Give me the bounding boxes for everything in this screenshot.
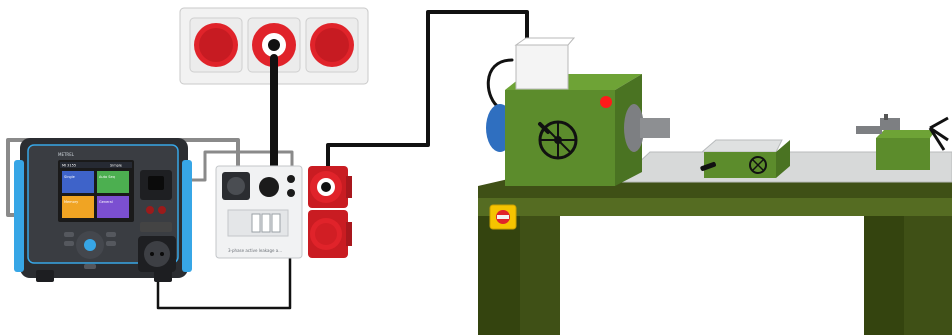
screen-header-right: Simple	[110, 164, 122, 168]
indicator-lamp	[600, 96, 612, 108]
screen-header-left: MI 3155	[62, 164, 76, 168]
keypad-button-3[interactable]	[106, 232, 116, 237]
adapter-socket-1[interactable]	[259, 177, 279, 197]
insulation-tester: METREL MI 3155 Simple Single Auto Seq Me…	[14, 138, 192, 282]
port-l[interactable]	[146, 206, 154, 214]
screen-tile-4-label: General	[99, 200, 113, 204]
tailstock-handwheel-icon[interactable]	[930, 118, 948, 150]
wall-socket-right	[306, 18, 358, 72]
port-n[interactable]	[158, 206, 166, 214]
screen-tile-1-label: Single	[64, 175, 75, 179]
iec-port[interactable]	[148, 176, 164, 190]
adapter-jack-2[interactable]	[287, 189, 295, 197]
tester-screen[interactable]: MI 3155 Simple Single Auto Seq Memory Ge…	[58, 160, 134, 222]
keypad-button-2[interactable]	[64, 241, 74, 246]
screen-tile-2-label: Auto Seq	[99, 175, 115, 179]
emergency-switch-icon[interactable]	[490, 205, 516, 229]
brand-label: METREL	[58, 152, 75, 157]
keypad-button-5[interactable]	[84, 264, 96, 269]
port-strip	[140, 222, 172, 232]
power-socket-icon	[144, 241, 170, 267]
screen-tile-3-label: Memory	[64, 200, 78, 204]
adapter-caption: 3-phase active leakage a...	[228, 248, 282, 253]
leakage-adapter: 3-phase active leakage a...	[216, 166, 302, 258]
red-socket-outlet-top[interactable]	[308, 166, 352, 208]
red-socket-outlet-bottom[interactable]	[308, 210, 352, 258]
keypad-button-1[interactable]	[64, 232, 74, 237]
adapter-jack-1[interactable]	[287, 175, 295, 183]
workbench	[478, 170, 952, 335]
spindle	[640, 118, 670, 138]
keypad-ok-button[interactable]	[84, 239, 96, 251]
keypad-button-4[interactable]	[106, 241, 116, 246]
lathe-carriage	[700, 140, 790, 178]
handwheel-icon[interactable]	[540, 122, 576, 158]
wall-socket-left	[190, 18, 242, 72]
